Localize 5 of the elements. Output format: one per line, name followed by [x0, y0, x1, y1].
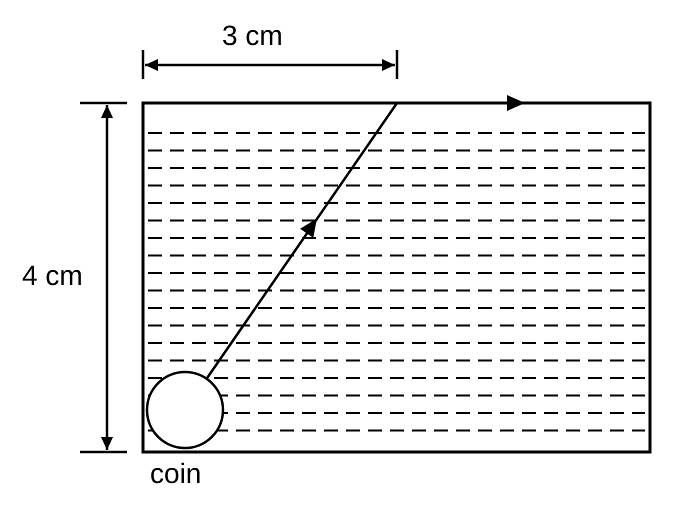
water-tank: [142, 102, 652, 454]
dimension-label: 3 cm: [222, 22, 283, 50]
dimension-label: 4 cm: [22, 262, 83, 290]
coin-label: coin: [150, 460, 202, 488]
coin-circle: [146, 370, 224, 450]
